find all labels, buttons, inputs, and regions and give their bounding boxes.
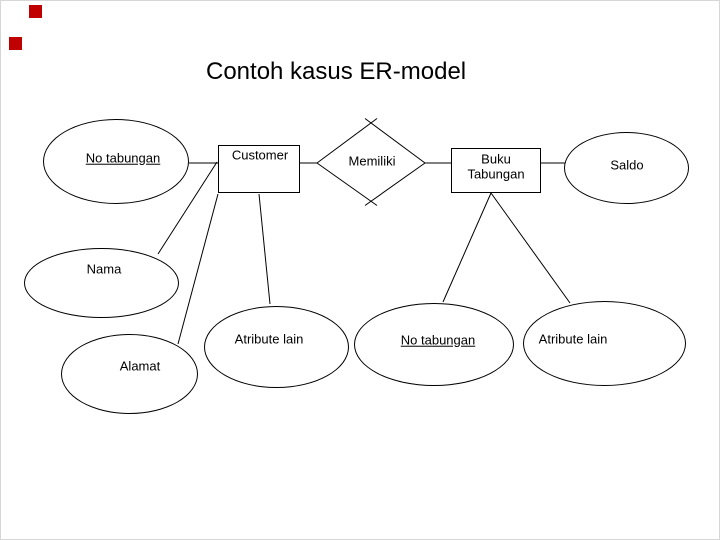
attribute-label-no-tabungan-customer: No tabungan	[85, 150, 161, 166]
entity-rectangle-buku-tabungan	[451, 148, 541, 193]
line-bukutabungan-atributelain	[490, 192, 571, 304]
slide-title: Contoh kasus ER-model	[206, 58, 467, 85]
attribute-label-atribute-lain-customer: Atribute lain	[234, 331, 304, 347]
line-customer-alamat	[177, 193, 219, 345]
attribute-label-atribute-lain-buku: Atribute lain	[538, 331, 608, 347]
attribute-ellipse-no-tabungan-buku	[354, 303, 514, 386]
relationship-label-memiliki: Memiliki	[348, 153, 396, 169]
attribute-ellipse-alamat	[61, 334, 198, 414]
diamond-edge-left-bottom	[316, 162, 378, 206]
line-customer-nama	[157, 161, 218, 255]
attribute-ellipse-atribute-lain-customer	[204, 306, 349, 388]
attribute-ellipse-no-tabungan-customer	[43, 119, 189, 204]
diamond-edge-left-top	[316, 118, 378, 164]
red-square-decor-bottom	[9, 37, 22, 50]
line-customer-atributelain	[258, 193, 271, 305]
attribute-label-saldo: Saldo	[610, 157, 644, 173]
entity-label-customer: Customer	[231, 147, 289, 163]
attribute-ellipse-nama	[24, 248, 179, 318]
attribute-label-nama: Nama	[86, 261, 122, 277]
diamond-edge-bottom-right	[364, 162, 426, 206]
attribute-ellipse-atribute-lain-buku	[523, 301, 686, 386]
red-square-decor-top	[29, 5, 42, 18]
attribute-label-alamat: Alamat	[119, 358, 161, 374]
attribute-ellipse-saldo	[564, 132, 689, 204]
entity-rectangle-customer	[218, 145, 300, 193]
entity-label-buku-tabungan: Buku Tabungan	[467, 151, 525, 181]
attribute-label-no-tabungan-buku: No tabungan	[400, 332, 476, 348]
line-bukutabungan-notabungan	[442, 192, 492, 303]
diamond-edge-top-right	[364, 118, 426, 164]
